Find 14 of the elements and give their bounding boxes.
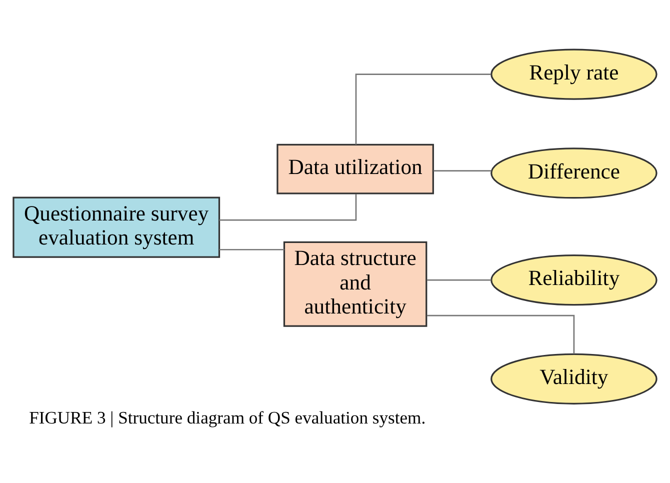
node-ellipse: Difference xyxy=(490,148,658,199)
node-ellipse: Reply rate xyxy=(490,48,658,100)
connector xyxy=(219,194,357,221)
node-ellipse: Reliability xyxy=(490,254,658,306)
caption: FIGURE 3 | Structure diagram of QS evaluation system. xyxy=(29,407,426,428)
connector xyxy=(219,248,284,250)
connector xyxy=(355,74,491,145)
node-ellipse: Validity xyxy=(490,353,658,404)
connector xyxy=(434,170,492,172)
node-box: Questionnaire survey evaluation system xyxy=(12,196,220,258)
connector xyxy=(426,314,575,354)
node-box: Data structure and authenticity xyxy=(283,241,428,327)
node-box: Data utilization xyxy=(276,144,434,194)
connector xyxy=(426,279,492,281)
